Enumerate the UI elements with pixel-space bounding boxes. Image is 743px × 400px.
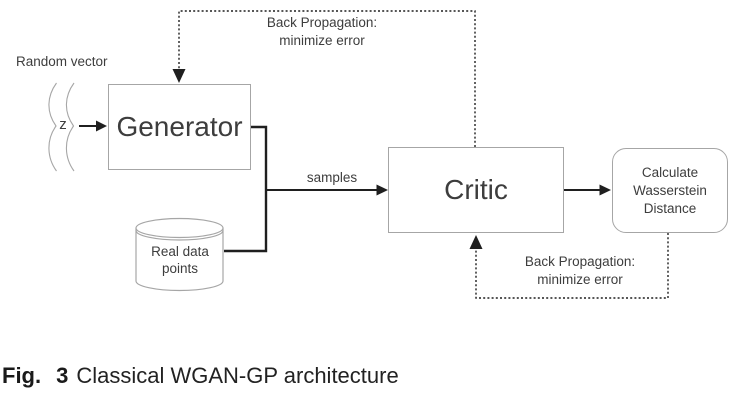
- critic-label: Critic: [444, 174, 508, 205]
- backprop-to-generator-arrow: [172, 10, 476, 147]
- wasserstein-distance-node: Calculate Wasserstein Distance: [612, 148, 728, 233]
- caption-fig-label: Fig.: [2, 363, 42, 388]
- random-vector-shape: [48, 82, 75, 172]
- random-vector-label: Random vector: [16, 54, 108, 69]
- samples-label: samples: [306, 170, 358, 185]
- generator-node: Generator: [108, 84, 251, 170]
- backprop-to-critic-arrow: [469, 233, 669, 299]
- critic-to-wasserstein-arrow: [563, 184, 611, 196]
- samples-arrow: [266, 184, 388, 196]
- z-to-generator-arrow: [79, 120, 107, 132]
- caption-fig-number: 3: [56, 363, 69, 388]
- arrowhead-right-icon: [96, 120, 107, 132]
- backprop-critic-label: Back Propagation: minimize error: [524, 254, 636, 287]
- arrowhead-right-icon: [376, 184, 388, 196]
- wasserstein-label: Calculate Wasserstein Distance: [633, 164, 707, 216]
- arrowhead-down-icon: [172, 69, 186, 83]
- caption-text: Classical WGAN-GP architecture: [76, 363, 399, 388]
- arrowhead-right-icon: [599, 184, 611, 196]
- backprop-generator-label: Back Propagation: minimize error: [266, 15, 378, 48]
- arrowhead-up-icon: [469, 235, 483, 249]
- real-data-points-label: Real data points: [151, 244, 209, 276]
- generator-label: Generator: [116, 111, 243, 142]
- figure-caption: Fig. 3 Classical WGAN-GP architecture: [2, 363, 399, 389]
- critic-node: Critic: [388, 147, 564, 233]
- database-cylinder-icon: [135, 217, 224, 292]
- z-label: z: [59, 116, 67, 133]
